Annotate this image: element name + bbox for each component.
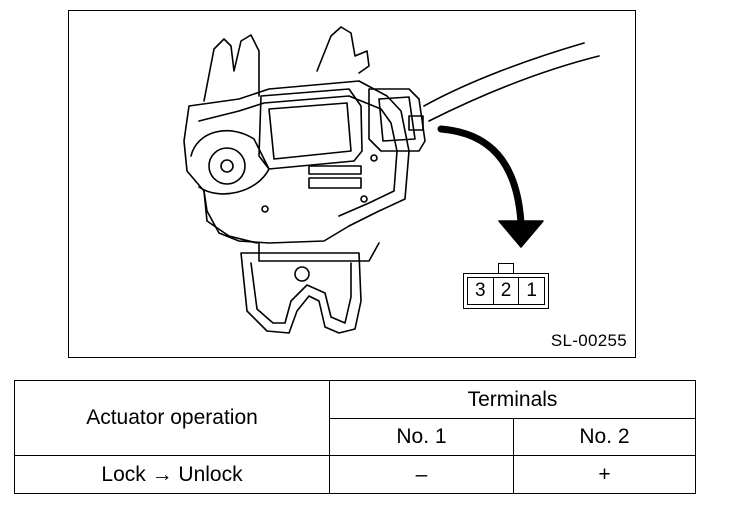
- connector-pin: 3: [468, 278, 494, 304]
- table-row: Lock → Unlock – +: [14, 455, 696, 494]
- group-header-cell: Terminals: [329, 380, 696, 419]
- gear-hub: [208, 147, 246, 185]
- motor-block: [258, 88, 363, 170]
- terminal-value-cell: +: [513, 455, 696, 494]
- actuator-housing: [183, 80, 410, 244]
- connector-pin: 2: [494, 278, 520, 304]
- operation-cell: Lock → Unlock: [14, 455, 330, 494]
- connector-pin: 1: [526, 280, 537, 301]
- column-header-no1: No. 1: [329, 418, 514, 456]
- trunk-lock-actuator-drawing: [183, 26, 600, 334]
- figure-code: SL-00255: [550, 331, 627, 350]
- row-header-cell: Actuator operation: [14, 380, 330, 456]
- connector-latch-tab: [498, 263, 514, 275]
- actuator-illustration: 3 2 1 SL-00255: [68, 10, 636, 358]
- wire-harness: [423, 42, 585, 107]
- column-header-no2: No. 2: [513, 418, 696, 456]
- terminal-spec-table: Actuator operation Terminals No. 1 No. 2…: [14, 380, 696, 494]
- latch: [240, 252, 362, 334]
- connector-socket: [368, 88, 426, 152]
- connector-pinout: 3 2 1: [463, 263, 549, 309]
- terminal-value-cell: –: [329, 455, 514, 494]
- pointer-arrow: [437, 125, 525, 227]
- connector-body: 3 2 1: [463, 273, 549, 309]
